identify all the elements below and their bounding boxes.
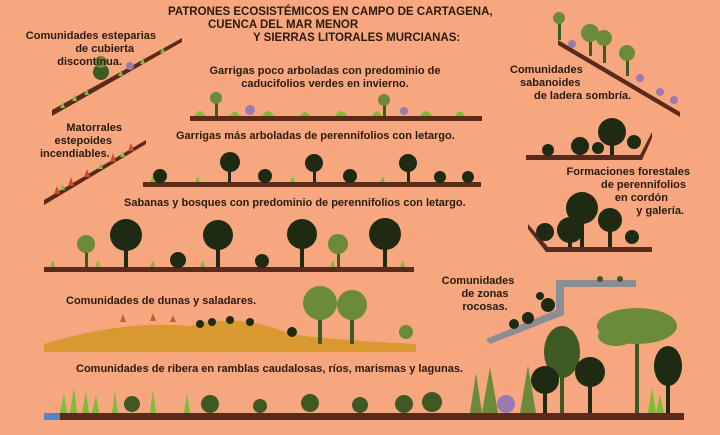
- label-matorrales-line-1: Matorrales: [66, 122, 122, 134]
- label-sabanoides-line-2: sabanoides: [520, 77, 581, 89]
- label-esteparias-line-3: discontínua.: [57, 56, 122, 68]
- title-line-1: PATRONES ECOSISTÉMICOS EN CAMPO DE CARTA…: [168, 6, 493, 18]
- label-rocosas-line-1: Comunidades: [441, 275, 515, 287]
- esteparias-slope: [52, 38, 182, 116]
- label-garrigas-mas: Garrigas más arboladas de perennifolios …: [176, 130, 455, 142]
- sabanas-strip: [44, 218, 414, 272]
- label-garrigas-poco-line-1: Garrigas poco arboladas con predominio d…: [209, 65, 441, 77]
- label-sabanoides: Comunidades sabanoides de ladera sombría…: [504, 64, 634, 103]
- label-forestales-line-1: Formaciones forestales: [566, 166, 691, 178]
- sabanoides-slope: [553, 12, 680, 117]
- label-sabanas: Sabanas y bosques con predominio de pere…: [124, 197, 466, 209]
- title-line-3: Y SIERRAS LITORALES MURCIANAS:: [253, 32, 461, 44]
- dunas-strip: [44, 286, 416, 352]
- ribera-strip: [44, 308, 684, 420]
- forestales-strip: [528, 192, 652, 252]
- label-matorrales-line-3: incendiables.: [40, 148, 110, 160]
- label-dunas: Comunidades de dunas y saladares.: [66, 295, 257, 307]
- label-matorrales-line-2: estepoides: [54, 135, 112, 147]
- label-matorrales: Matorrales estepoides incendiables.: [40, 122, 122, 161]
- label-ribera: Comunidades de ribera en ramblas caudalo…: [76, 363, 463, 375]
- label-sabanoides-line-1: Comunidades: [510, 64, 583, 76]
- rocosas-strip: [486, 276, 636, 344]
- label-garrigas-poco: Garrigas poco arboladas con predominio d…: [200, 65, 450, 91]
- label-forestales-line-2: de perennifolios: [601, 179, 686, 191]
- main-title: PATRONES ECOSISTÉMICOS EN CAMPO DE CARTA…: [168, 6, 493, 45]
- garrigas-poco-strip: [190, 92, 482, 121]
- matorrales-slope: [44, 140, 146, 205]
- label-rocosas-line-2: de zonas: [461, 288, 509, 300]
- label-forestales: Formaciones forestales de perennifolios …: [540, 166, 691, 218]
- label-esteparias-line-1: Comunidades esteparias: [25, 30, 156, 42]
- garrigas-mas-strip: [143, 152, 481, 187]
- bosque-ladera-strip: [526, 118, 652, 160]
- title-line-2: CUENCA DEL MAR MENOR: [208, 19, 359, 31]
- label-rocosas-line-3: rocosas.: [462, 301, 508, 313]
- label-forestales-line-4: y galería.: [636, 205, 684, 217]
- label-sabanoides-line-3: de ladera sombría.: [534, 90, 632, 102]
- label-rocosas: Comunidades de zonas rocosas.: [438, 275, 518, 314]
- label-esteparias-line-2: de cubierta: [75, 43, 134, 55]
- label-esteparias: Comunidades esteparias de cubierta disco…: [14, 30, 156, 69]
- label-forestales-line-3: en cordón: [614, 192, 668, 204]
- label-garrigas-poco-line-2: caducifolios verdes en invierno.: [241, 78, 409, 90]
